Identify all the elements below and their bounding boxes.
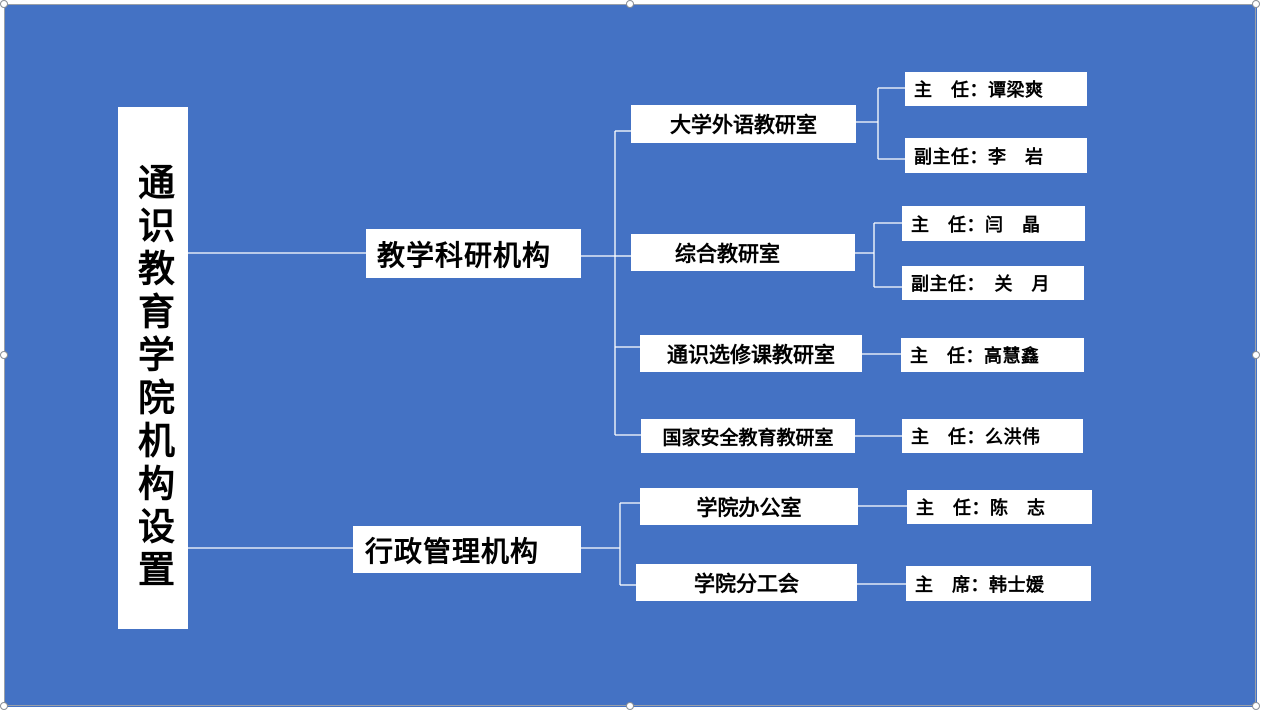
staff-label: 主 任：么洪伟 (911, 427, 1041, 448)
staff-label: 主 任：闫 晶 (911, 214, 1041, 236)
branch-label: 教学科研机构 (377, 238, 552, 272)
resize-handle-top-left[interactable] (0, 0, 8, 8)
resize-handle-bottom[interactable] (626, 702, 634, 710)
unit-node-national-security[interactable]: 国家安全教育教研室 (641, 419, 855, 453)
unit-label: 国家安全教育教研室 (662, 426, 834, 449)
staff-node[interactable]: 主 任：陈 志 (907, 490, 1092, 524)
unit-label: 大学外语教研室 (670, 113, 817, 137)
unit-node-general-electives[interactable]: 通识选修课教研室 (640, 335, 862, 372)
staff-label: 主 任：陈 志 (916, 498, 1046, 519)
unit-label: 学院办公室 (696, 495, 802, 520)
resize-handle-top[interactable] (626, 0, 634, 8)
staff-node[interactable]: 副主任：李 岩 (905, 138, 1087, 173)
staff-label: 副主任：李 岩 (914, 146, 1044, 168)
staff-node[interactable]: 主 席：韩士媛 (906, 566, 1091, 601)
unit-node-comprehensive[interactable]: 综合教研室 (631, 234, 855, 271)
unit-node-college-office[interactable]: 学院办公室 (640, 488, 858, 525)
resize-handle-bottom-left[interactable] (0, 702, 8, 710)
staff-label: 主 任：高慧鑫 (910, 346, 1040, 367)
staff-label: 主 任：谭梁爽 (914, 80, 1044, 101)
branch-node-administration[interactable]: 行政管理机构 (353, 526, 581, 573)
resize-handle-left[interactable] (0, 351, 8, 359)
resize-handle-right[interactable] (1252, 351, 1260, 359)
unit-label: 学院分工会 (694, 571, 799, 596)
resize-handle-bottom-right[interactable] (1252, 702, 1260, 710)
resize-handle-top-right[interactable] (1252, 0, 1260, 8)
root-label: 通识教育学院机构设置 (131, 163, 175, 593)
branch-label: 行政管理机构 (365, 534, 540, 568)
staff-node[interactable]: 副主任： 关 月 (902, 266, 1084, 300)
unit-label: 综合教研室 (675, 241, 780, 266)
staff-label: 副主任： 关 月 (911, 274, 1050, 295)
staff-node[interactable]: 主 任：闫 晶 (902, 206, 1085, 241)
staff-node[interactable]: 主 任：高慧鑫 (901, 338, 1084, 372)
staff-node[interactable]: 主 任：么洪伟 (902, 419, 1083, 453)
staff-label: 主 席：韩士媛 (915, 574, 1045, 596)
unit-label: 通识选修课教研室 (667, 342, 835, 367)
branch-node-teaching-research[interactable]: 教学科研机构 (366, 229, 581, 278)
unit-node-foreign-language[interactable]: 大学外语教研室 (631, 105, 856, 143)
staff-node[interactable]: 主 任：谭梁爽 (905, 72, 1087, 106)
root-node[interactable]: 通识教育学院机构设置 (118, 107, 188, 629)
unit-node-labor-union[interactable]: 学院分工会 (636, 564, 857, 601)
